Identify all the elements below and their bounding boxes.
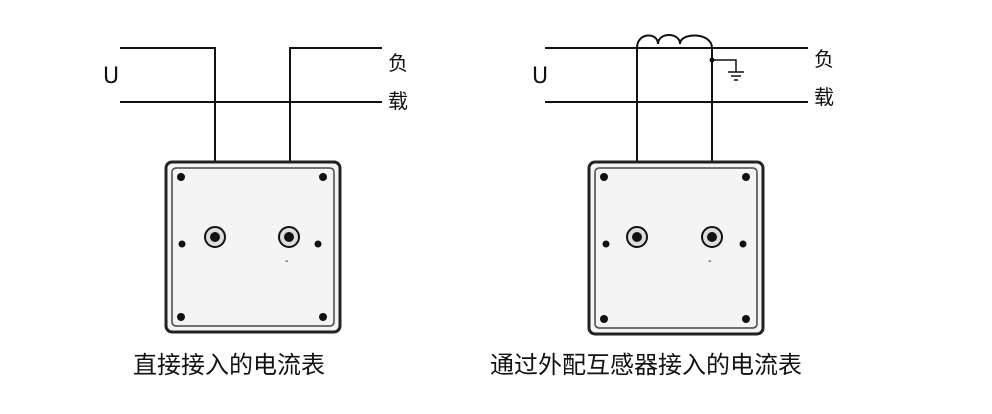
right-screw-mr — [739, 240, 747, 248]
left-screw-br — [319, 313, 327, 321]
left-terminal-minus-mark: - — [285, 256, 289, 267]
direct-ammeter-diagram: U 负 载 - 直接接入的电流表 — [103, 46, 408, 379]
right-terminal-plus-core — [632, 232, 642, 242]
right-ground-wire — [712, 59, 737, 72]
left-screw-ml — [178, 240, 186, 248]
right-terminal-minus-mark: - — [708, 256, 712, 267]
left-meter-inner-frame — [171, 167, 335, 327]
right-source-label: U — [532, 64, 548, 89]
right-screw-tl — [600, 173, 608, 181]
right-screw-bl — [600, 315, 608, 323]
left-screw-bl — [177, 313, 185, 321]
left-load-label-bottom: 载 — [388, 89, 408, 113]
right-terminal-minus-core — [707, 232, 717, 242]
left-screw-tl — [177, 173, 185, 181]
left-screw-mr — [314, 240, 322, 248]
left-screw-tr — [319, 173, 327, 181]
right-meter-inner-frame — [594, 167, 758, 329]
right-load-label-top: 负 — [814, 47, 834, 71]
right-caption: 通过外配互感器接入的电流表 — [490, 351, 802, 379]
right-ct-coil — [636, 34, 713, 49]
right-load-label-bottom: 载 — [814, 85, 834, 109]
left-source-label: U — [103, 64, 119, 89]
left-load-label-top: 负 — [388, 51, 408, 75]
right-screw-tr — [742, 173, 750, 181]
right-meter-body — [587, 160, 765, 336]
left-terminal-plus-core — [210, 232, 220, 242]
right-screw-ml — [602, 240, 610, 248]
left-terminal-minus-core — [284, 232, 294, 242]
right-screw-br — [742, 315, 750, 323]
left-meter-body — [164, 160, 342, 334]
left-caption: 直接接入的电流表 — [133, 351, 325, 379]
ct-ammeter-diagram: U 负 载 - 通过外配互感器接入的电流表 — [490, 34, 834, 379]
